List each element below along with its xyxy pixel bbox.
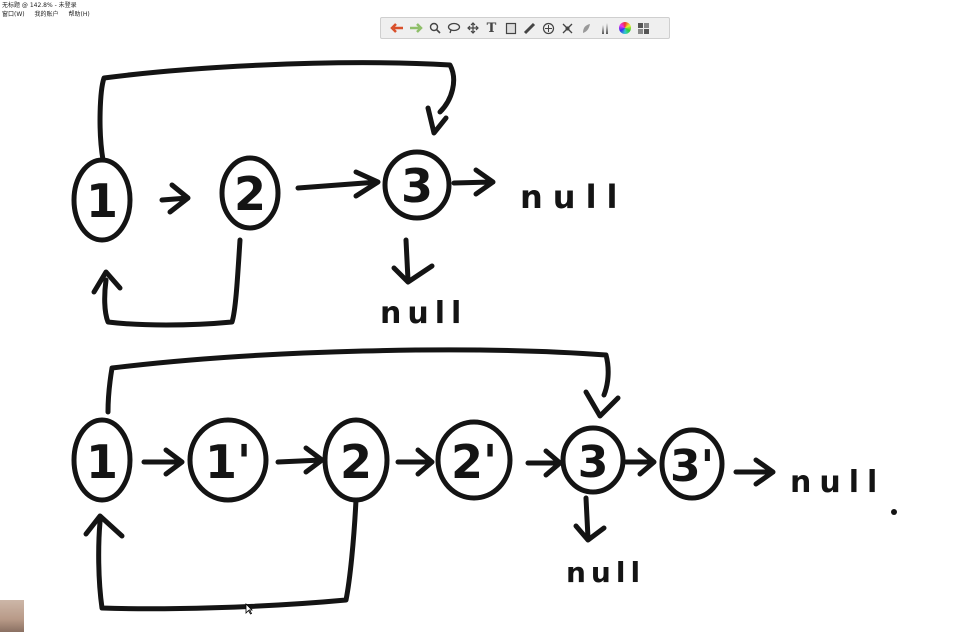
node-b3-label: 3 (578, 437, 609, 488)
random-pointer-b2-to-b1-head (83, 513, 125, 539)
ink-dot (891, 509, 897, 515)
text-tool-icon[interactable]: T (486, 20, 497, 36)
move-icon[interactable] (463, 19, 482, 37)
undo-arrow-icon[interactable] (387, 19, 406, 37)
menu-bar: 窗口(W) 我的账户 帮助(H) (2, 10, 98, 19)
random-pointer-1-to-3 (97, 60, 457, 163)
node-3-label: 3 (401, 159, 433, 213)
node-b1 (71, 417, 133, 503)
image-tool-icon[interactable] (501, 19, 520, 37)
layers-icon[interactable] (634, 19, 653, 37)
menu-item-help[interactable]: 帮助(H) (68, 11, 90, 18)
color-wheel-icon[interactable] (615, 19, 634, 37)
random-pointer-1-to-3-bottom-head (583, 389, 621, 419)
arrow-b2-to-b2p (395, 447, 435, 477)
arrow-b2p-to-b3 (525, 448, 563, 478)
node-b2-label: 2 (340, 435, 372, 489)
node-b1-label: 1 (86, 435, 118, 489)
null-label-bottom-next: null (790, 465, 885, 500)
node-b2p-label: 2' (451, 435, 497, 489)
random-pointer-2-to-1-head (91, 269, 123, 295)
symmetry-icon[interactable] (539, 19, 558, 37)
null-label-bottom-random: null (566, 556, 645, 589)
transform-icon[interactable] (558, 19, 577, 37)
linked-list-diagram: 1 2 3 null null 1 1' 2 2' 3 3' (71, 60, 897, 612)
random-pointer-2-to-1 (102, 237, 243, 328)
node-b3p-label: 3' (670, 441, 714, 492)
node-2 (219, 155, 281, 231)
arrow-b3-to-b3p (623, 447, 657, 477)
mouse-cursor-icon (245, 600, 253, 619)
arrow-3-to-null (451, 167, 496, 197)
node-2-label: 2 (234, 167, 266, 221)
drawing-canvas[interactable]: 1 2 3 null null 1 1' 2 2' 3 3' (0, 40, 980, 632)
arrow-b1p-to-b2 (275, 445, 325, 475)
arrow-2-to-3 (295, 169, 381, 199)
webcam-thumbnail (0, 600, 24, 632)
lasso-icon[interactable] (444, 19, 463, 37)
arrow-b3p-to-null (733, 457, 776, 487)
null-label-random: null (380, 296, 467, 331)
arrow-1-to-2 (159, 182, 191, 215)
node-b2p (435, 419, 513, 501)
blend-icon[interactable] (577, 19, 596, 37)
ruler-icon[interactable] (520, 19, 539, 37)
node-1 (71, 157, 133, 243)
random-pointer-1-to-3-head (425, 105, 449, 136)
drawing-toolbar: T (380, 17, 670, 39)
null-label-next: null (520, 178, 628, 216)
node-1-label: 1 (86, 174, 118, 228)
node-b1p (187, 417, 269, 503)
node-b3 (560, 425, 626, 495)
menu-item-window[interactable]: 窗口(W) (2, 11, 25, 18)
arrow-b1-to-b1p (141, 447, 185, 477)
title-bar: 无标题 @ 142.8% - 未登录 窗口(W) 我的账户 帮助(H) (0, 0, 980, 20)
node-b1p-label: 1' (205, 435, 251, 489)
arrow-b3-random-null (573, 495, 607, 543)
zoom-icon[interactable] (425, 19, 444, 37)
node-3 (382, 149, 452, 221)
brush-icon[interactable] (596, 19, 615, 37)
arrow-3-random-null (391, 237, 435, 285)
redo-arrow-icon[interactable] (406, 19, 425, 37)
window-title: 无标题 @ 142.8% - 未登录 (2, 2, 77, 9)
node-b3p (659, 427, 725, 501)
random-pointer-b2-to-b1 (96, 497, 359, 612)
random-pointer-1-to-3-bottom (105, 347, 611, 415)
menu-item-account[interactable]: 我的账户 (34, 11, 59, 18)
